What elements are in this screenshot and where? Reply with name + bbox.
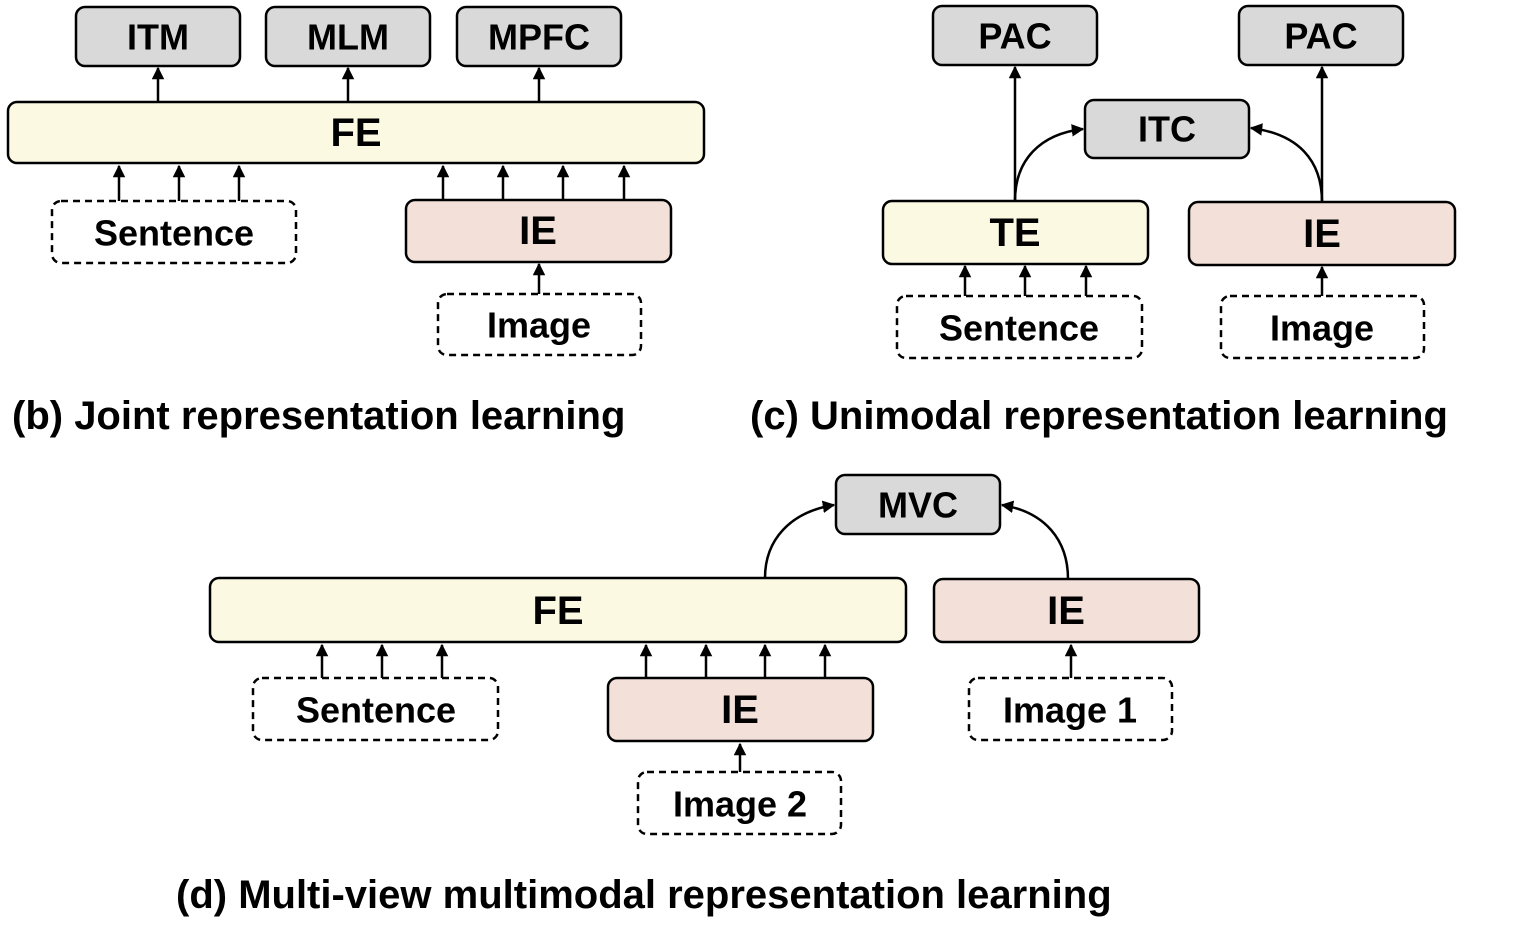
- fusion-encoder-label: FE: [330, 111, 381, 155]
- mlm-label: MLM: [307, 17, 389, 58]
- itc-label: ITC: [1138, 109, 1196, 150]
- image-encoder-label: IE: [1303, 212, 1341, 256]
- mvc-label: MVC: [878, 485, 958, 526]
- sentence-label: Sentence: [296, 690, 456, 731]
- te-to-itc-arrow: [1013, 124, 1085, 202]
- pac-left-label: PAC: [978, 16, 1051, 57]
- mpfc-label: MPFC: [488, 17, 590, 58]
- fusion-encoder-label: FE: [532, 589, 583, 633]
- fe-to-mvc-arrow: [763, 500, 836, 579]
- mvc-node: MVC: [834, 473, 1002, 536]
- ie-to-mvc-arrow: [1000, 500, 1070, 580]
- image-encoder: IE: [1187, 200, 1457, 267]
- fusion-encoder-bar: FE: [6, 100, 706, 165]
- text-encoder: TE: [881, 199, 1150, 266]
- image-encoder-right: IE: [932, 577, 1201, 644]
- image-label: Image: [487, 305, 591, 346]
- fusion-encoder-bar: FE: [208, 576, 908, 644]
- ie-to-itc-arrow: [1249, 123, 1324, 203]
- sentence-input: Sentence: [50, 199, 298, 265]
- panel-c: PAC PAC ITC TE IE Sentence: [750, 4, 1457, 438]
- panel-d: MVC FE IE Sentence IE: [176, 473, 1201, 917]
- mlm-node: MLM: [264, 5, 432, 68]
- itm-label: ITM: [127, 17, 189, 58]
- pac-right-node: PAC: [1237, 4, 1405, 67]
- sentence-label: Sentence: [94, 213, 254, 254]
- sentence-label: Sentence: [939, 308, 1099, 349]
- image-1-input: Image 1: [967, 676, 1174, 742]
- text-encoder-label: TE: [989, 211, 1040, 255]
- pac-right-label: PAC: [1284, 16, 1357, 57]
- itc-node: ITC: [1083, 98, 1251, 160]
- image-encoder-right-label: IE: [1047, 589, 1085, 633]
- sentence-input: Sentence: [895, 294, 1144, 360]
- pac-left-node: PAC: [931, 4, 1099, 67]
- image-encoder: IE: [404, 198, 673, 264]
- image-input: Image: [1219, 294, 1426, 360]
- image-2-label: Image 2: [673, 784, 807, 825]
- image-encoder-label: IE: [519, 209, 557, 253]
- image-input: Image: [436, 292, 643, 357]
- mpfc-node: MPFC: [455, 5, 623, 68]
- caption-c: (c) Unimodal representation learning: [750, 394, 1448, 438]
- sentence-input: Sentence: [251, 676, 500, 742]
- caption-b: (b) Joint representation learning: [12, 394, 625, 438]
- image-1-label: Image 1: [1003, 690, 1137, 731]
- panel-b: ITM MLM MPFC FE Sentence IE: [6, 5, 706, 438]
- image-encoder-inner-label: IE: [721, 688, 759, 732]
- caption-d: (d) Multi-view multimodal representation…: [176, 873, 1112, 917]
- image-label: Image: [1270, 308, 1374, 349]
- itm-node: ITM: [74, 5, 242, 68]
- image-2-input: Image 2: [636, 770, 843, 836]
- image-encoder-inner: IE: [606, 676, 875, 743]
